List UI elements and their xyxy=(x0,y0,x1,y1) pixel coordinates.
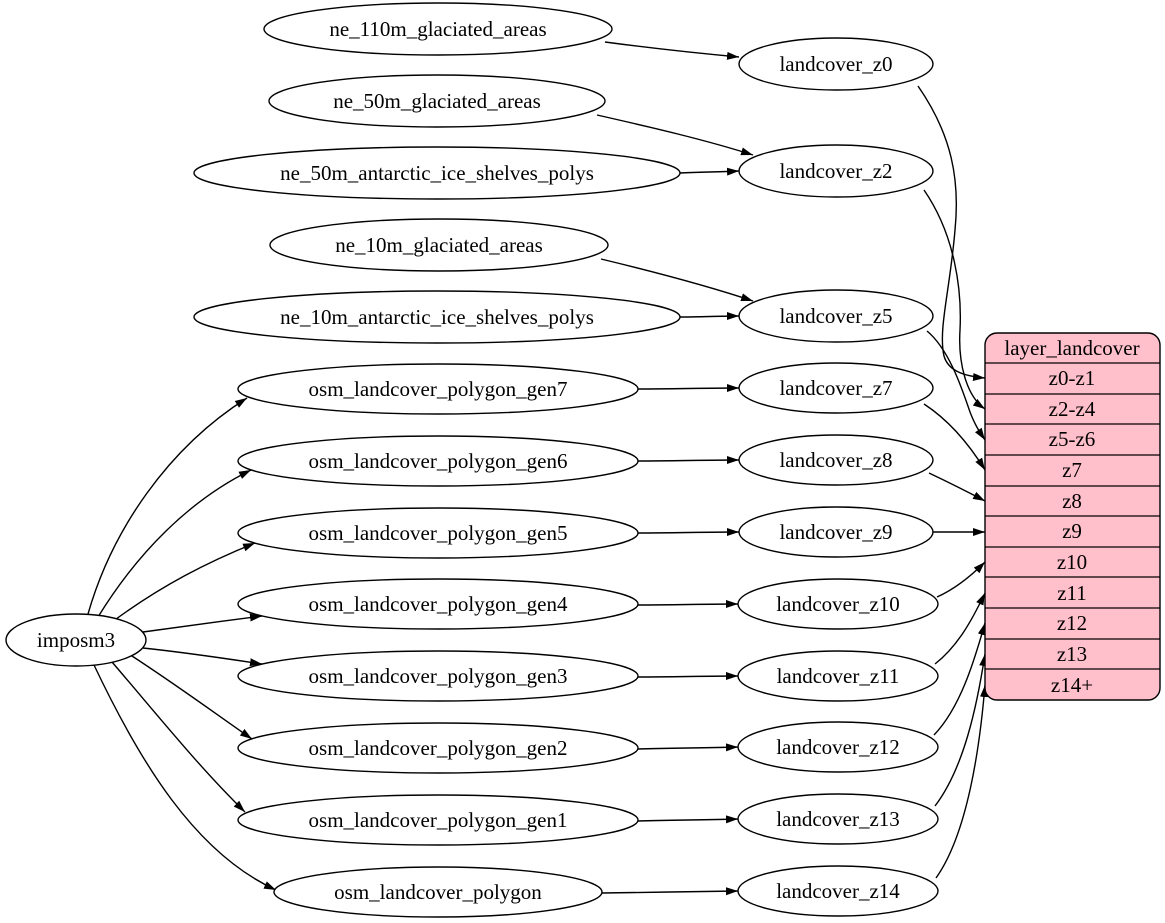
edge-imposm3-to-osm-landcover-polygon-gen1 xyxy=(111,661,246,813)
record-row-z12: z12 xyxy=(1057,611,1087,635)
edge-landcover-z14-to-row-z14plus xyxy=(935,684,988,879)
node-landcover-z11: landcover_z11 xyxy=(737,650,939,702)
node-ne-50m-glaciated-areas-label: ne_50m_glaciated_areas xyxy=(333,89,541,113)
edge-landcover-z2-to-row-z2-z4 xyxy=(923,189,986,410)
edge-landcover-z8-to-row-z8 xyxy=(928,472,986,502)
node-landcover-z12: landcover_z12 xyxy=(737,721,939,773)
edge-osm-gen2-to-landcover-z12 xyxy=(637,743,739,752)
node-landcover-z0-label: landcover_z0 xyxy=(779,52,892,76)
node-landcover-z14: landcover_z14 xyxy=(737,865,939,917)
node-ne-10m-glaciated-areas-label: ne_10m_glaciated_areas xyxy=(335,233,543,257)
node-landcover-z13: landcover_z13 xyxy=(737,793,939,845)
node-landcover-z2: landcover_z2 xyxy=(738,144,934,198)
node-osm-landcover-polygon-label: osm_landcover_polygon xyxy=(334,880,542,904)
node-ne-10m-antarctic-ice-shelves-polys: ne_10m_antarctic_ice_shelves_polys xyxy=(193,290,681,344)
node-landcover-z9-label: landcover_z9 xyxy=(779,520,892,544)
record-row-z9: z9 xyxy=(1062,519,1082,543)
node-osm-landcover-polygon-gen6-label: osm_landcover_polygon_gen6 xyxy=(309,449,568,473)
node-ne-110m-glaciated-areas: ne_110m_glaciated_areas xyxy=(263,2,613,56)
node-osm-landcover-polygon-gen1-label: osm_landcover_polygon_gen1 xyxy=(309,808,568,832)
node-osm-landcover-polygon-gen1: osm_landcover_polygon_gen1 xyxy=(237,794,639,846)
node-landcover-z8: landcover_z8 xyxy=(738,434,934,486)
record-row-z8: z8 xyxy=(1062,489,1082,513)
node-ne-110m-glaciated-areas-label: ne_110m_glaciated_areas xyxy=(329,17,546,41)
node-landcover-z10-label: landcover_z10 xyxy=(776,592,900,616)
edge-imposm3-to-osm-landcover-polygon-gen3 xyxy=(142,647,263,667)
node-osm-landcover-polygon-gen2-label: osm_landcover_polygon_gen2 xyxy=(309,736,568,760)
edge-ne-50m-glaciated-areas-to-landcover-z2 xyxy=(596,114,754,156)
edge-landcover-z12-to-row-z12 xyxy=(933,622,986,736)
record-row-z0-z1: z0-z1 xyxy=(1049,366,1096,390)
record-row-z2-z4: z2-z4 xyxy=(1049,397,1096,421)
node-osm-landcover-polygon-gen5-label: osm_landcover_polygon_gen5 xyxy=(309,521,568,545)
record-row-z5-z6: z5-z6 xyxy=(1049,427,1096,451)
node-ne-10m-antarctic-ice-shelves-polys-label: ne_10m_antarctic_ice_shelves_polys xyxy=(280,305,594,329)
node-landcover-z7: landcover_z7 xyxy=(738,362,934,414)
edge-ne-10m-glaciated-areas-to-landcover-z5 xyxy=(600,258,754,302)
edge-osm-gen3-to-landcover-z11 xyxy=(637,672,739,681)
edge-landcover-z7-to-row-z7 xyxy=(923,403,986,471)
edge-landcover-z13-to-row-z13 xyxy=(934,653,988,807)
node-ne-50m-antarctic-ice-shelves-polys-label: ne_50m_antarctic_ice_shelves_polys xyxy=(280,161,594,185)
node-landcover-z13-label: landcover_z13 xyxy=(776,807,900,831)
edge-imposm3-to-osm-landcover-polygon-gen6 xyxy=(97,469,252,618)
edge-landcover-z5-to-row-z5-z6 xyxy=(926,330,986,441)
edge-landcover-z0-to-row-z0-z1 xyxy=(917,85,986,381)
node-osm-landcover-polygon-gen4: osm_landcover_polygon_gen4 xyxy=(237,578,639,630)
record-row-z10: z10 xyxy=(1057,550,1087,574)
edge-imposm3-to-osm-landcover-polygon-gen5 xyxy=(111,542,256,623)
node-landcover-z7-label: landcover_z7 xyxy=(779,376,892,400)
record-row-z14plus: z14+ xyxy=(1051,673,1093,697)
node-landcover-z8-label: landcover_z8 xyxy=(779,448,892,472)
edge-osm-landcover-polygon-to-landcover-z14 xyxy=(601,887,739,896)
record-row-z11: z11 xyxy=(1057,581,1087,605)
node-osm-landcover-polygon-gen2: osm_landcover_polygon_gen2 xyxy=(237,722,639,774)
node-ne-50m-glaciated-areas: ne_50m_glaciated_areas xyxy=(268,74,606,128)
node-osm-landcover-polygon-gen3: osm_landcover_polygon_gen3 xyxy=(237,650,639,702)
node-imposm3: imposm3 xyxy=(5,613,147,667)
record-row-z13: z13 xyxy=(1057,642,1087,666)
node-landcover-z11-label: landcover_z11 xyxy=(777,664,900,688)
edge-osm-gen6-to-landcover-z8 xyxy=(637,456,740,465)
edge-imposm3-to-osm-landcover-polygon-gen2 xyxy=(131,655,253,740)
node-layer-landcover: layer_landcover z0-z1 z2-z4 z5-z6 z7 z8 … xyxy=(984,332,1161,701)
node-osm-landcover-polygon-gen5: osm_landcover_polygon_gen5 xyxy=(237,507,639,559)
node-landcover-z10: landcover_z10 xyxy=(737,578,939,630)
node-landcover-z0: landcover_z0 xyxy=(738,37,934,91)
node-osm-landcover-polygon-gen7: osm_landcover_polygon_gen7 xyxy=(237,363,639,415)
layer-landcover-title: layer_landcover xyxy=(1004,336,1139,360)
node-imposm3-label: imposm3 xyxy=(37,628,115,652)
edge-ne-110m-glaciated-areas-to-landcover-z0 xyxy=(604,41,740,60)
node-landcover-z14-label: landcover_z14 xyxy=(776,879,900,903)
edge-landcover-z10-to-row-z10 xyxy=(936,561,986,598)
edge-osm-gen5-to-landcover-z9 xyxy=(637,528,740,537)
node-landcover-z12-label: landcover_z12 xyxy=(776,735,900,759)
node-landcover-z5-label: landcover_z5 xyxy=(779,304,892,328)
node-osm-landcover-polygon: osm_landcover_polygon xyxy=(273,866,603,918)
edge-ne-10m-antarctic-ice-shelves-polys-to-landcover-z5 xyxy=(679,312,740,321)
node-landcover-z5: landcover_z5 xyxy=(738,289,934,343)
record-row-z7: z7 xyxy=(1062,458,1082,482)
node-osm-landcover-polygon-gen7-label: osm_landcover_polygon_gen7 xyxy=(309,377,568,401)
node-landcover-z2-label: landcover_z2 xyxy=(779,159,892,183)
edge-landcover-z11-to-row-z11 xyxy=(934,592,986,665)
node-ne-50m-antarctic-ice-shelves-polys: ne_50m_antarctic_ice_shelves_polys xyxy=(193,146,681,200)
node-osm-landcover-polygon-gen3-label: osm_landcover_polygon_gen3 xyxy=(309,664,568,688)
edge-ne-50m-antarctic-ice-shelves-polys-to-landcover-z2 xyxy=(679,167,740,176)
edge-osm-gen4-to-landcover-z10 xyxy=(637,600,739,609)
edge-imposm3-to-osm-landcover-polygon-gen7 xyxy=(87,397,248,615)
node-osm-landcover-polygon-gen4-label: osm_landcover_polygon_gen4 xyxy=(309,592,568,616)
edge-imposm3-to-osm-landcover-polygon xyxy=(93,664,277,891)
edge-imposm3-to-osm-landcover-polygon-gen4 xyxy=(142,613,263,633)
node-ne-10m-glaciated-areas: ne_10m_glaciated_areas xyxy=(269,218,609,272)
node-landcover-z9: landcover_z9 xyxy=(738,506,934,558)
edge-osm-gen1-to-landcover-z13 xyxy=(637,815,739,824)
edge-osm-gen7-to-landcover-z7 xyxy=(637,384,740,393)
node-osm-landcover-polygon-gen6: osm_landcover_polygon_gen6 xyxy=(237,435,639,487)
